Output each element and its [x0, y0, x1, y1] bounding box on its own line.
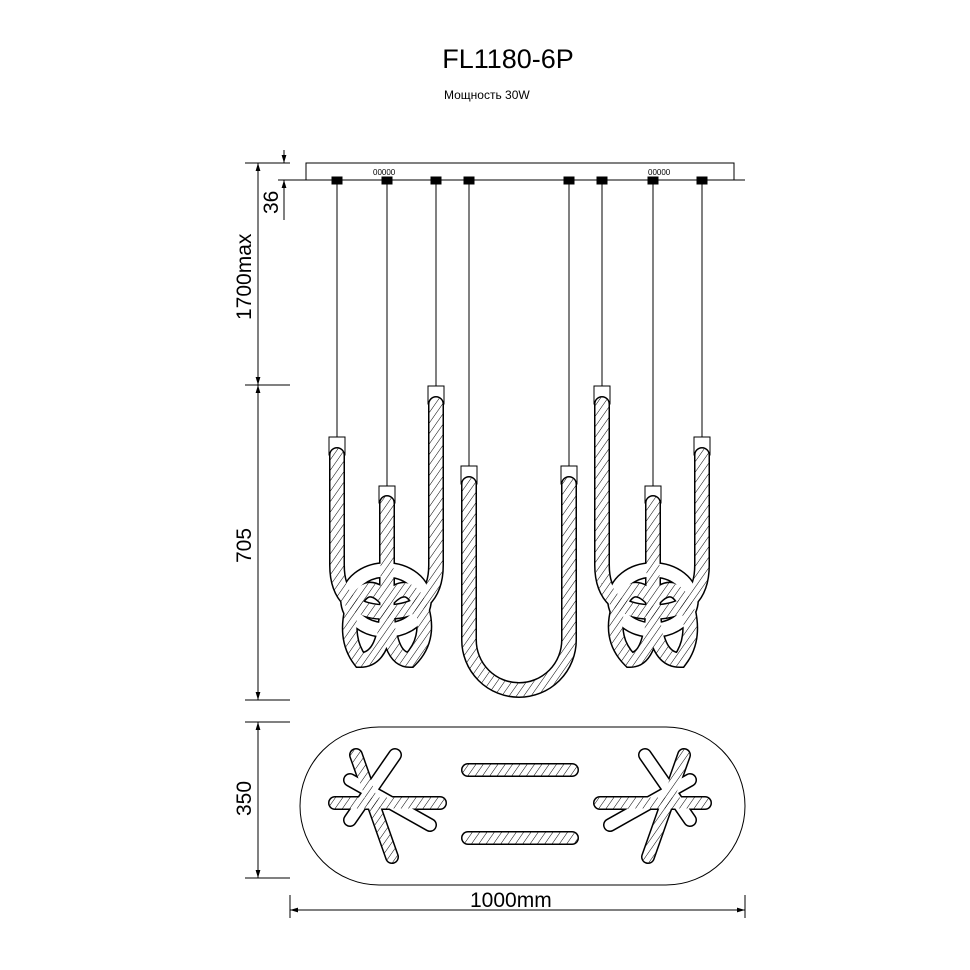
svg-text:00000: 00000: [373, 168, 396, 177]
dimension-lines: [245, 150, 746, 918]
svg-text:00000: 00000: [648, 168, 671, 177]
dim-depth: 350: [233, 781, 256, 816]
dim-max-cable: 1700max: [233, 233, 256, 320]
dim-canopy-height: 36: [260, 191, 283, 214]
dim-fixture-height: 705: [233, 528, 256, 563]
light-tubes-side-view: [329, 396, 710, 698]
suspension-wires: [328, 176, 711, 504]
power-label: Мощность 30W: [444, 88, 530, 102]
canopy-top-view: [299, 726, 746, 886]
model-title: FL1180-6P: [442, 44, 574, 74]
dim-width: 1000mm: [470, 889, 552, 912]
canopy-side-view: 00000 00000: [295, 162, 745, 181]
